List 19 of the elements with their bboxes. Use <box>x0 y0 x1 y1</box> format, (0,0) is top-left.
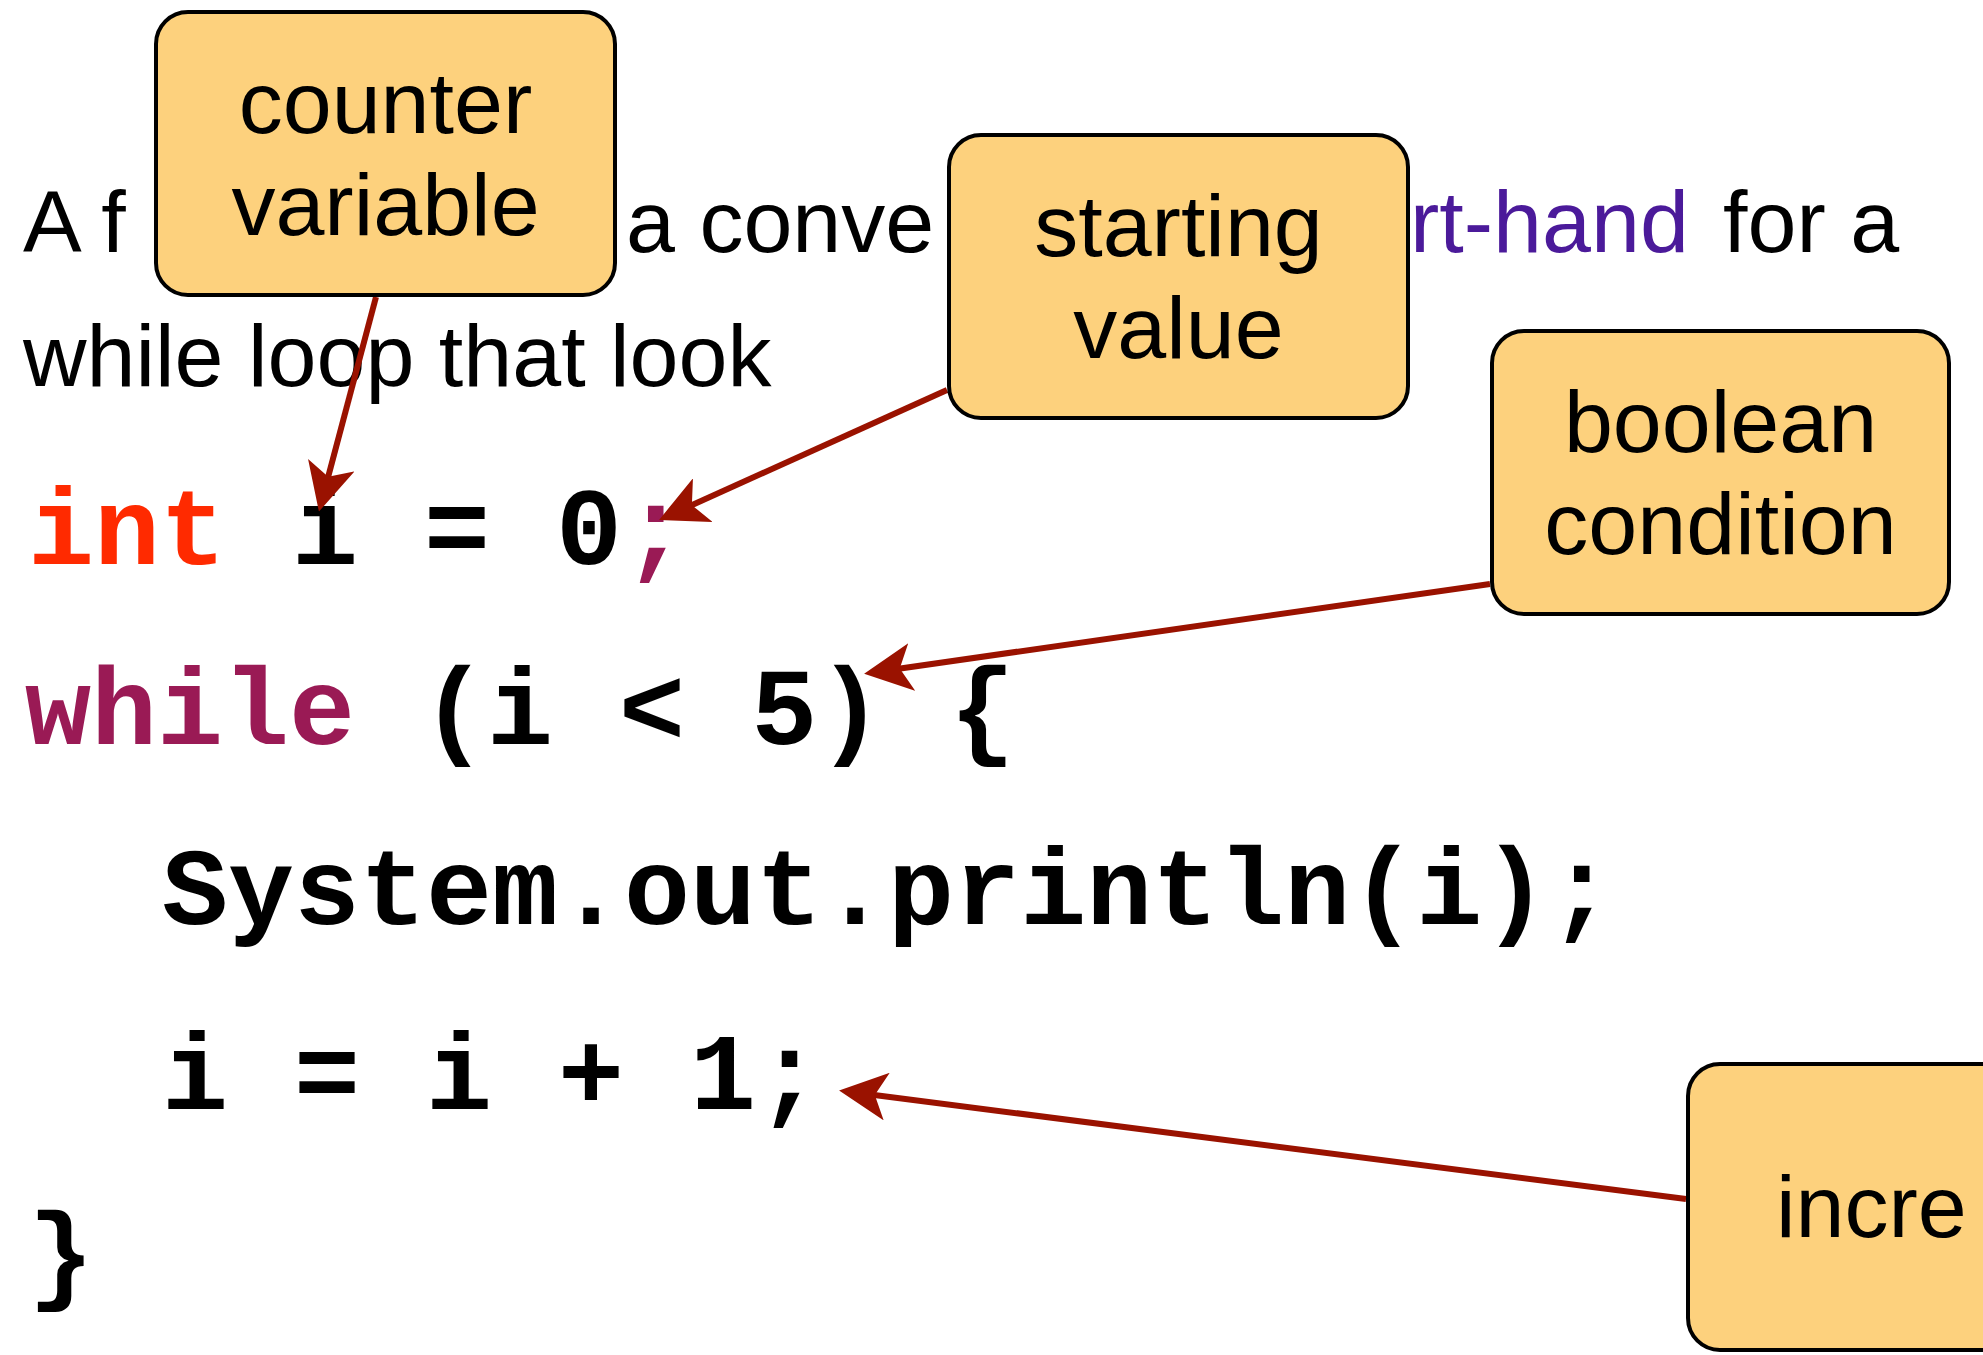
callout-text: boolean condition <box>1543 371 1898 574</box>
callout-box <box>1686 1062 1983 1352</box>
paragraph-text: for a <box>1723 178 1900 266</box>
paragraph-text: A f <box>23 178 126 266</box>
code-line: while (i < 5) { <box>25 660 1016 770</box>
leader-arrow <box>839 1072 1687 1202</box>
callout-box <box>947 133 1410 420</box>
leader-arrow <box>864 581 1491 691</box>
code-line: i = i + 1; <box>162 1025 823 1135</box>
callout-box <box>154 10 617 297</box>
code-line: } <box>28 1205 94 1315</box>
callout-text: incre <box>1776 1156 1967 1258</box>
paragraph-text: a conve <box>626 178 935 266</box>
callout-box <box>1490 329 1951 616</box>
leader-arrow <box>659 387 949 523</box>
link-text: rt-hand <box>1410 178 1689 266</box>
code-line: System.out.println(i); <box>162 840 1615 950</box>
callout-text: starting value <box>1033 175 1324 378</box>
callout-text: counter variable <box>230 52 541 255</box>
